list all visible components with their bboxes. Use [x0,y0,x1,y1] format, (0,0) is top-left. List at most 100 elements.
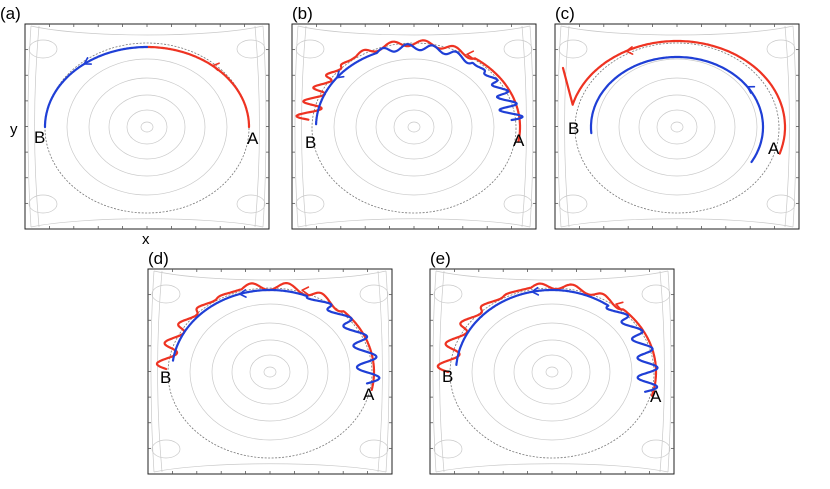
direction-arrow [625,46,634,55]
contour-ellipse [211,322,329,422]
trajectories [43,45,251,129]
contour-curve [560,25,794,36]
y-axis-label: y [10,121,18,138]
contour-curve [385,270,390,473]
contour-curve [521,25,527,228]
trajectory-blue [589,55,765,164]
contour-ellipse [766,194,796,214]
contour-curve [435,463,669,473]
contour-ellipse [641,439,671,459]
plot-frame [147,268,393,475]
panel-label-c: (c) [555,4,575,23]
point-label-b: B [34,128,45,147]
contour-curve [254,25,260,228]
contour-ellipse [189,303,351,441]
contour-ellipse [333,58,495,196]
contour-ellipse [670,121,684,133]
contour-ellipse [359,439,389,459]
direction-arrow [746,85,756,94]
point-label-a: A [768,139,780,158]
axis-ticks [148,269,392,474]
contour-ellipse [231,339,309,405]
trajectory-blue [315,43,524,126]
point-label-a: A [513,131,525,150]
direction-arrow [211,62,220,72]
contour-curve [262,25,267,228]
panel-label-a: (a) [0,4,21,23]
contour-curve [153,463,387,473]
contour-ellipse [295,194,325,214]
panel-label-b: (b) [292,4,313,23]
contour-ellipse [558,39,588,59]
contour-curve [27,25,32,228]
contour-curve [297,218,531,228]
contour-curve [784,25,790,228]
direction-arrow [83,57,92,65]
point-label-b: B [442,367,453,386]
contour-curve [157,270,163,473]
direction-arrow [238,289,247,298]
panel-d: A B [147,268,393,475]
contour-ellipse [531,354,573,390]
contour-ellipse [355,77,473,177]
panel-label-d: (d) [148,249,169,268]
trajectory-blue [43,45,149,129]
contour-ellipse [433,284,463,304]
contour-curve [560,218,794,228]
direction-arrow [466,50,475,60]
separatrix [574,42,780,214]
trajectories [436,282,659,397]
contour-ellipse [433,439,463,459]
contour-curve [432,270,437,473]
axis-ticks [555,24,799,229]
panel-e: A B [429,268,675,475]
panel-label-e: (e) [430,249,451,268]
x-axis-label: x [142,231,150,248]
contour-curve [439,270,445,473]
contour-ellipse [28,39,58,59]
contour-curve [297,25,531,36]
point-label-b: B [305,133,316,152]
point-label-b: B [160,368,171,387]
separatrix [449,287,655,459]
contour-curve [659,270,665,473]
contour-ellipse [236,194,266,214]
contour-ellipse [66,58,228,196]
contour-ellipse [503,39,533,59]
trajectory-red [561,39,787,155]
contour-ellipse [295,39,325,59]
contour-ellipse [503,194,533,214]
plot-frame [291,23,537,230]
plot-frame [24,23,270,230]
contour-ellipse [126,109,168,145]
trajectory-red [295,39,522,143]
contour-ellipse [88,77,206,177]
separatrix [311,42,517,214]
contour-ellipse [493,322,611,422]
trajectories [295,39,524,143]
point-label-a: A [363,385,375,404]
contour-ellipse [407,121,421,133]
point-label-a: A [247,129,259,148]
contour-ellipse [140,121,154,133]
axis-ticks [430,269,674,474]
direction-arrow [336,70,345,79]
trajectory-blue [171,288,381,385]
trajectory-red [145,45,251,129]
contour-curve [153,270,387,281]
contour-ellipse [766,39,796,59]
contour-ellipse [249,354,291,390]
panel-a: A B [24,23,270,230]
contour-curve [667,270,672,473]
panel-b: A B [291,23,537,230]
contour-curve [34,25,40,228]
trajectory-blue [455,288,659,393]
contour-curve [30,218,264,228]
contour-ellipse [513,339,591,405]
plot-frame [429,268,675,475]
contour-ellipse [471,303,633,441]
trajectories [155,282,381,391]
contour-ellipse [151,284,181,304]
contour-ellipse [618,77,736,177]
